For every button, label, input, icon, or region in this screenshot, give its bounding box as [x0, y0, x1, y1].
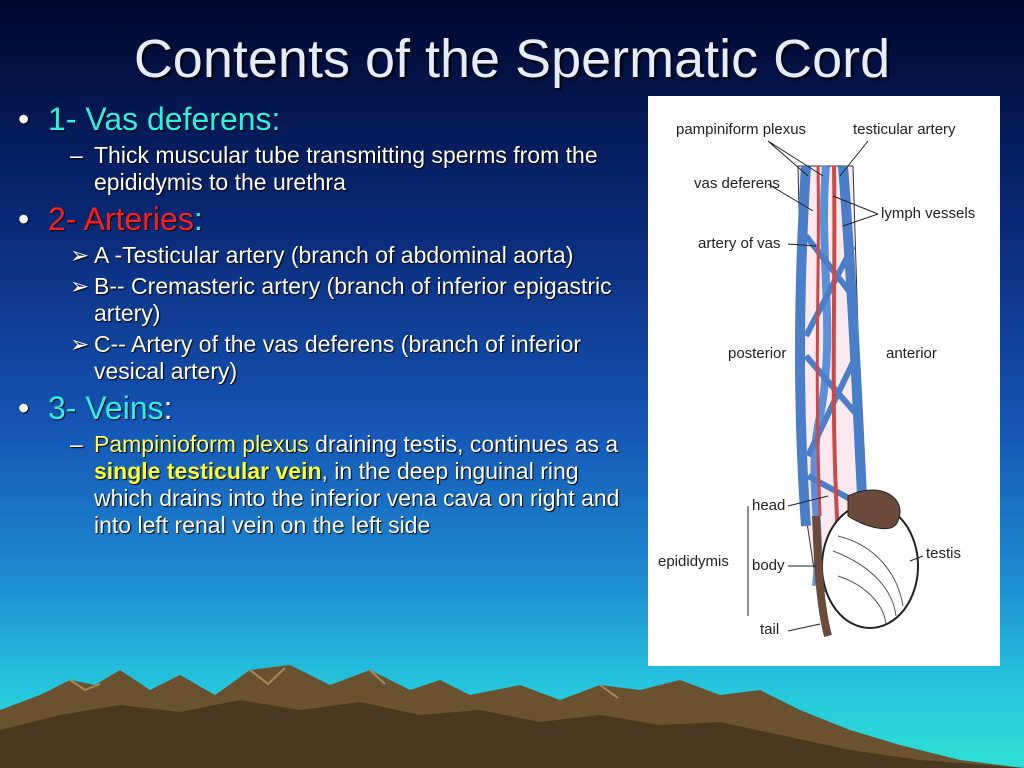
spermatic-cord-diagram: pampiniform plexus testicular artery vas… [648, 96, 1000, 666]
label-epididymis: epididymis [658, 553, 729, 570]
arteries-colon: : [193, 201, 203, 237]
label-testicular-artery: testicular artery [853, 121, 956, 138]
slide-content: • 1- Vas deferens: – Thick muscular tube… [18, 100, 628, 543]
bullet-marker: • [18, 101, 30, 137]
artery-text: C-- Artery of the vas deferens (branch o… [94, 331, 582, 384]
cord-drawing [795, 165, 919, 638]
slide-title: Contents of the Spermatic Cord [133, 29, 891, 89]
arrow-marker: ➢ [70, 331, 90, 357]
dash-marker: – [70, 431, 83, 457]
bullet-vas-deferens: • 1- Vas deferens: [18, 100, 628, 138]
arrow-marker: ➢ [70, 242, 90, 268]
label-head: head [752, 497, 785, 514]
artery-item: ➢ B-- Cremasteric artery (branch of infe… [18, 273, 628, 327]
vas-text: Thick muscular tube transmitting sperms … [94, 142, 598, 195]
label-artery-vas: artery of vas [698, 235, 781, 252]
vas-heading: 1- Vas deferens: [48, 101, 281, 137]
label-pampiniform: pampiniform plexus [676, 121, 806, 138]
label-tail: tail [760, 621, 779, 638]
label-body: body [752, 557, 785, 574]
veins-description: – Pampinioform plexus draining testis, c… [18, 431, 628, 539]
artery-text: A -Testicular artery (branch of abdomina… [94, 242, 574, 268]
artery-text: B-- Cremasteric artery (branch of inferi… [94, 273, 612, 326]
dash-marker: – [70, 142, 83, 168]
bullet-arteries: • 2- Arteries: [18, 200, 628, 238]
veins-bold: single testicular vein [94, 458, 322, 484]
mountain-landscape [0, 665, 1024, 768]
artery-item: ➢ A -Testicular artery (branch of abdomi… [18, 242, 628, 269]
veins-text-2: , in the deep inguinal ring which drains… [94, 458, 620, 538]
bullet-marker: • [18, 201, 30, 237]
artery-item: ➢ C-- Artery of the vas deferens (branch… [18, 331, 628, 385]
label-anterior: anterior [886, 345, 937, 362]
label-vas-deferens: vas deferens [694, 175, 780, 192]
veins-heading: 3- Veins [48, 390, 164, 426]
veins-colon: : [163, 390, 173, 426]
label-posterior: posterior [728, 345, 786, 362]
veins-text-1: draining testis, continues as a [308, 431, 619, 457]
vas-description: – Thick muscular tube transmitting sperm… [18, 142, 628, 196]
veins-highlight: Pampinioform plexus [94, 431, 309, 457]
bullet-marker: • [18, 390, 30, 426]
label-testis: testis [926, 545, 961, 562]
leader-lines [747, 140, 924, 632]
diagram-svg: pampiniform plexus testicular artery vas… [658, 121, 975, 638]
arteries-heading: 2- Arteries [48, 201, 194, 237]
bullet-veins: • 3- Veins: [18, 389, 628, 427]
arrow-marker: ➢ [70, 273, 90, 299]
label-lymph: lymph vessels [881, 205, 975, 222]
